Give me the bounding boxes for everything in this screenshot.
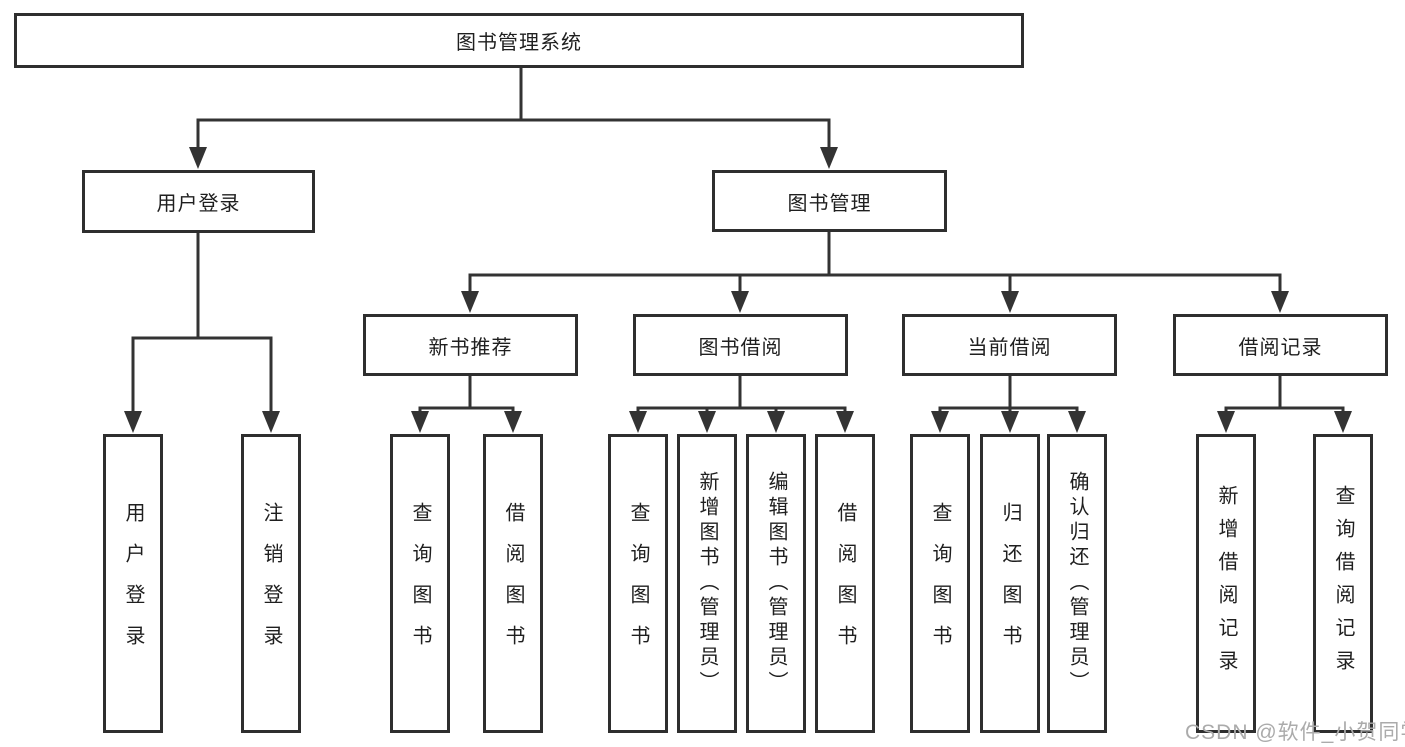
node-label: 借阅图书 <box>502 501 524 666</box>
node-edit-books-admin: 编辑图书（管理员） <box>746 434 806 733</box>
node-label: 归还图书 <box>999 501 1021 666</box>
node-label: 用户登录 <box>156 193 241 215</box>
connector-user-login-to-children <box>124 233 280 433</box>
connector-new-book-recommendation-to-children <box>411 376 522 433</box>
arrow-down-icon <box>124 411 142 433</box>
arrow-down-icon <box>189 147 207 169</box>
arrow-down-icon <box>931 411 949 433</box>
node-add-borrow-record: 新增借阅记录 <box>1196 434 1256 733</box>
arrow-down-icon <box>262 411 280 433</box>
node-return-books: 归还图书 <box>980 434 1040 733</box>
arrow-down-icon <box>836 411 854 433</box>
node-label: 借阅记录 <box>1238 336 1323 359</box>
node-book-borrowing: 图书借阅 <box>633 314 848 376</box>
arrow-down-icon <box>461 291 479 313</box>
connector-root-to-level1 <box>189 68 838 169</box>
node-label: 新书推荐 <box>428 336 513 359</box>
arrow-down-icon <box>1001 411 1019 433</box>
node-label: 图书借阅 <box>698 336 783 359</box>
node-add-books-admin: 新增图书（管理员） <box>677 434 737 733</box>
node-label: 查询借阅记录 <box>1332 484 1354 683</box>
connector-borrowing-records-to-children <box>1217 376 1352 433</box>
node-logout: 注销登录 <box>241 434 301 733</box>
node-query-books-current: 查询图书 <box>910 434 970 733</box>
arrow-down-icon <box>1334 411 1352 433</box>
node-label: 确认归还（管理员） <box>1066 471 1088 696</box>
node-user-login: 用户登录 <box>82 170 315 233</box>
node-borrow-books: 借阅图书 <box>815 434 875 733</box>
node-label: 用户登录 <box>122 501 144 666</box>
node-current-borrowing: 当前借阅 <box>902 314 1117 376</box>
node-book-management: 图书管理 <box>712 170 947 232</box>
node-borrow-books-recommend: 借阅图书 <box>483 434 543 733</box>
csdn-watermark: CSDN @软件_小贺同学 <box>1185 721 1405 744</box>
connector-book-borrowing-to-children <box>629 376 854 433</box>
node-label: 图书管理系统 <box>456 32 582 54</box>
arrow-down-icon <box>731 291 749 313</box>
arrow-down-icon <box>1001 291 1019 313</box>
node-query-books-recommend: 查询图书 <box>390 434 450 733</box>
arrow-down-icon <box>1217 411 1235 433</box>
node-label: 新增图书（管理员） <box>696 471 718 696</box>
node-new-book-recommendation: 新书推荐 <box>363 314 578 376</box>
node-label: 查询图书 <box>409 501 431 666</box>
arrow-down-icon <box>1271 291 1289 313</box>
arrow-down-icon <box>504 411 522 433</box>
node-label: 当前借阅 <box>967 336 1052 359</box>
node-query-books-borrowing: 查询图书 <box>608 434 668 733</box>
node-label: 借阅图书 <box>834 501 856 666</box>
connector-book-management-to-level2 <box>461 232 1289 313</box>
connector-current-borrowing-to-children <box>931 376 1086 433</box>
arrow-down-icon <box>411 411 429 433</box>
node-confirm-return-admin: 确认归还（管理员） <box>1047 434 1107 733</box>
node-label: 注销登录 <box>260 501 282 666</box>
arrow-down-icon <box>820 147 838 169</box>
arrow-down-icon <box>629 411 647 433</box>
node-borrowing-records: 借阅记录 <box>1173 314 1388 376</box>
node-library-management-system: 图书管理系统 <box>14 13 1024 68</box>
node-label: 新增借阅记录 <box>1215 484 1237 683</box>
node-label: 图书管理 <box>787 192 872 215</box>
arrow-down-icon <box>698 411 716 433</box>
node-label: 查询图书 <box>929 501 951 666</box>
node-query-borrow-record: 查询借阅记录 <box>1313 434 1373 733</box>
node-user-login-action: 用户登录 <box>103 434 163 733</box>
arrow-down-icon <box>767 411 785 433</box>
arrow-down-icon <box>1068 411 1086 433</box>
node-label: 查询图书 <box>627 501 649 666</box>
node-label: 编辑图书（管理员） <box>765 471 787 696</box>
